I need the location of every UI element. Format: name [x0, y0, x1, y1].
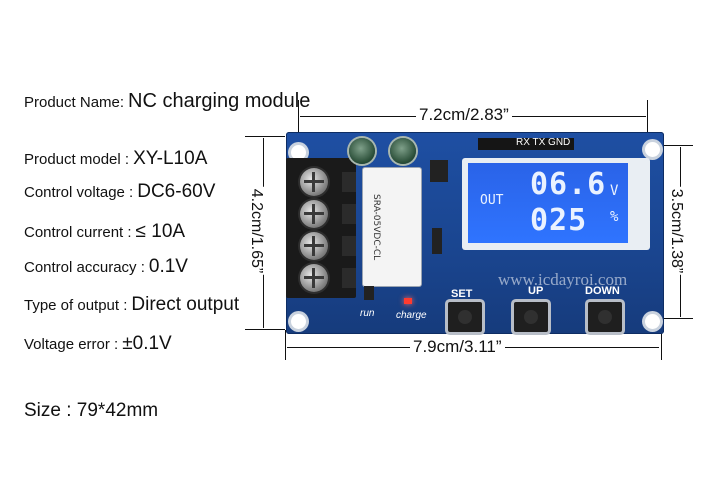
spec-control-current: Control current :≤ 10A — [24, 221, 185, 243]
down-button[interactable] — [588, 302, 622, 332]
lcd-percent-unit: % — [610, 209, 619, 225]
set-button-label: SET — [451, 288, 473, 300]
spec-value: Direct output — [131, 294, 240, 315]
screw-terminal-block — [286, 158, 356, 298]
watermark: www.icdayroi.com — [498, 270, 628, 289]
size-label: Size : 79*42mm — [24, 400, 159, 421]
terminal-tab — [342, 172, 356, 192]
lcd-out-label: OUT — [480, 193, 504, 208]
lcd-voltage-unit: V — [610, 183, 619, 199]
spec-product-name: Product Name:NC charging module — [24, 90, 310, 113]
spec-voltage-error: Voltage error :±0.1V — [24, 333, 172, 355]
mounting-hole — [645, 314, 660, 329]
lcd-display: OUT 06.6 V 025 % — [468, 163, 628, 243]
spec-control-voltage: Control voltage :DC6-60V — [24, 181, 215, 203]
dimension-bottom: 7.9cm/3.11” — [410, 337, 505, 357]
spec-label: Type of output : — [24, 297, 128, 314]
spec-control-accuracy: Control accuracy :0.1V — [24, 256, 188, 278]
spec-label: Product Name: — [24, 94, 125, 111]
up-button[interactable] — [514, 302, 548, 332]
screw-icon — [300, 200, 328, 228]
dimension-tick — [653, 318, 693, 319]
capacitor-icon — [349, 138, 375, 164]
dimension-tick — [653, 145, 693, 146]
dimension-tick — [285, 330, 286, 360]
spec-value: NC charging module — [128, 90, 311, 112]
set-button[interactable] — [448, 302, 482, 332]
spec-value: XY-L10A — [133, 148, 208, 169]
pin-header-label: RX TX GND — [516, 137, 571, 148]
spec-label: Voltage error : — [24, 336, 119, 353]
spec-label: Control current : — [24, 224, 132, 241]
spec-value: ±0.1V — [122, 333, 172, 354]
dimension-left: 4.2cm/1.65” — [247, 186, 266, 276]
spec-value: DC6-60V — [137, 181, 216, 202]
spec-label: Control accuracy : — [24, 259, 145, 276]
capacitor-icon — [390, 138, 416, 164]
lcd-percent: 025 — [530, 203, 588, 238]
dimension-tick — [245, 136, 285, 137]
dimension-tick — [661, 330, 662, 360]
led-indicator — [404, 298, 412, 304]
resistor-icon — [364, 286, 374, 300]
terminal-tab — [342, 236, 356, 256]
transistor-icon — [430, 160, 448, 182]
mounting-hole — [291, 145, 306, 160]
dimension-right: 3.5cm/1.38” — [667, 186, 686, 276]
mounting-hole — [645, 142, 660, 157]
terminal-tab — [342, 204, 356, 224]
silk-charge-label: charge — [396, 310, 427, 321]
spec-product-model: Product model :XY-L10A — [24, 148, 207, 170]
dimension-top: 7.2cm/2.83” — [416, 105, 512, 125]
dimension-tick — [245, 329, 285, 330]
spec-output-type: Type of output :Direct output — [24, 294, 239, 316]
diode-icon — [432, 228, 442, 254]
dimension-tick — [298, 100, 299, 140]
relay: SRA-05VDC-CL — [363, 168, 421, 286]
terminal-tab — [342, 268, 356, 288]
spec-label: Control voltage : — [24, 184, 134, 201]
screw-icon — [300, 264, 328, 292]
relay-label: SRA-05VDC-CL — [371, 194, 381, 261]
dimension-tick — [647, 100, 648, 140]
silk-run-label: run — [360, 308, 375, 319]
down-button-label: DOWN — [585, 285, 620, 297]
up-button-label: UP — [528, 285, 544, 297]
spec-label: Product model : — [24, 151, 130, 168]
lcd-voltage: 06.6 — [530, 167, 607, 202]
spec-value: 0.1V — [148, 256, 188, 277]
pin-header — [478, 138, 574, 150]
screw-icon — [300, 168, 328, 196]
mounting-hole — [291, 314, 306, 329]
spec-value: ≤ 10A — [135, 221, 186, 242]
screw-icon — [300, 232, 328, 260]
